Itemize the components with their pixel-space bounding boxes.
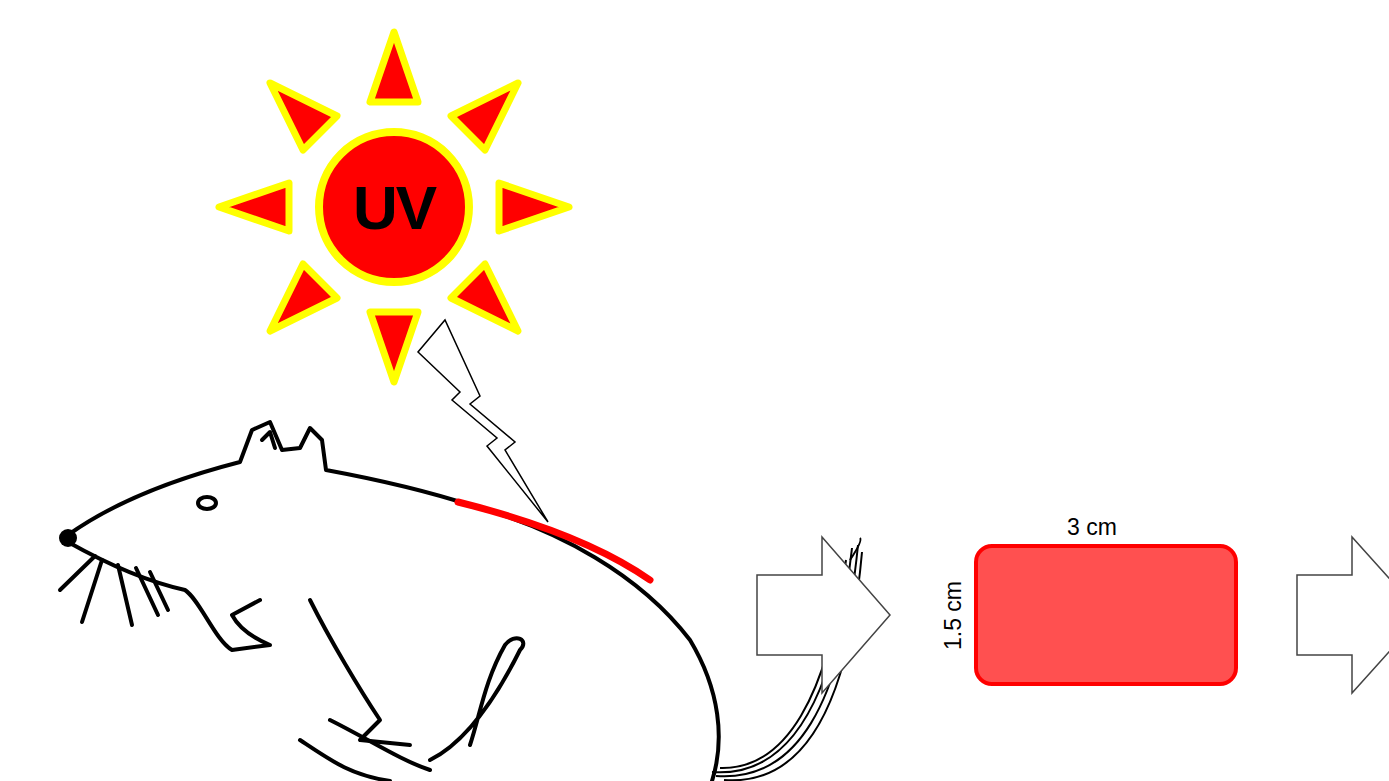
sun-ray (451, 83, 518, 150)
whisker (118, 565, 132, 625)
whisker (82, 560, 102, 622)
rat-outline (68, 422, 719, 781)
rat-leg (310, 600, 410, 745)
rat-eye (198, 497, 216, 509)
tail-strand (850, 538, 861, 560)
rat-nose (59, 529, 77, 547)
whisker (136, 568, 158, 615)
rat-outline (68, 542, 270, 650)
sun-ray (499, 183, 569, 231)
rat-outline (330, 720, 430, 770)
rat-drawing (60, 422, 719, 781)
exposed-skin-stripe (458, 502, 650, 580)
block-arrow (757, 537, 890, 693)
sun-ray (451, 264, 518, 331)
skin-sample (976, 546, 1236, 684)
block-arrow (1297, 537, 1389, 693)
sun-node: UV (314, 127, 474, 287)
rat-leg (430, 638, 523, 760)
sun-ray (370, 32, 418, 102)
rat-ear (262, 432, 275, 448)
dimension-label: 3 cm (1067, 516, 1117, 539)
sun-ray (270, 83, 337, 150)
whisker (60, 556, 95, 590)
sun-rays (219, 32, 569, 382)
sun-ray (219, 183, 289, 231)
whisker (150, 572, 168, 610)
dimension-label: 1.5 cm (942, 580, 965, 649)
lightning-bolt (418, 320, 548, 522)
sun-ray (270, 264, 337, 331)
sun-label: UV (314, 127, 474, 287)
sun-ray (370, 312, 418, 382)
